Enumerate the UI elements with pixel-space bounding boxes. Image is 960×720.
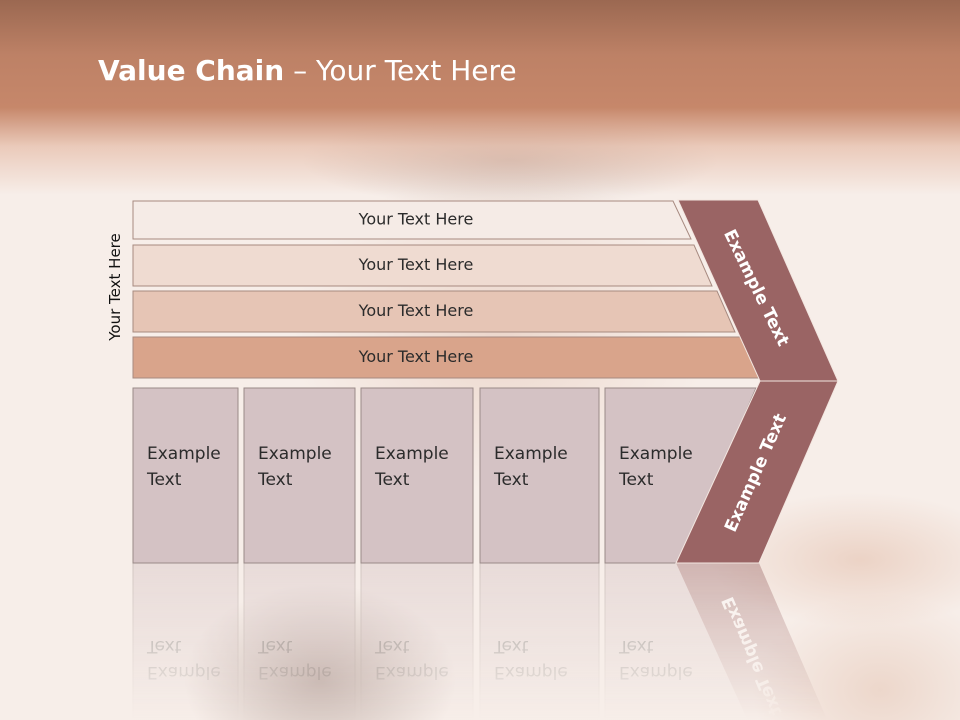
slide-title: Value Chain – Your Text Here xyxy=(98,54,517,87)
chevron-reflection xyxy=(676,563,828,720)
row-label: Your Text Here xyxy=(358,301,474,320)
column-reflection-label: Example xyxy=(147,662,221,682)
row-bar xyxy=(132,244,713,287)
column-label: Text xyxy=(493,470,529,490)
column-reflection-label: Text xyxy=(257,636,293,656)
column-reflection-label: Example xyxy=(619,662,693,682)
column-reflection-label: Text xyxy=(374,636,410,656)
column-label: Text xyxy=(257,470,293,490)
column-label: Example xyxy=(147,444,221,464)
row-bar xyxy=(132,290,736,333)
title-rest: – Your Text Here xyxy=(284,54,517,87)
column-box xyxy=(132,387,239,564)
column-reflection-label: Text xyxy=(146,636,182,656)
column-reflection-label: Text xyxy=(493,636,529,656)
chevron-lower xyxy=(675,380,839,564)
column-label: Example xyxy=(494,444,568,464)
column-label: Text xyxy=(618,470,654,490)
row-label: Your Text Here xyxy=(358,210,474,229)
row-label: Your Text Here xyxy=(358,255,474,274)
column-reflection-label: Text xyxy=(618,636,654,656)
column-label: Example xyxy=(375,444,449,464)
column-label: Example xyxy=(258,444,332,464)
column-reflection-label: Example xyxy=(258,662,332,682)
column-label: Example xyxy=(619,444,693,464)
column-reflection-label: Example xyxy=(494,662,568,682)
column-label: Text xyxy=(146,470,182,490)
column-box xyxy=(243,387,356,564)
column-box xyxy=(360,387,474,564)
column-box xyxy=(479,387,600,564)
column-reflection-label: Example xyxy=(375,662,449,682)
column-label: Text xyxy=(374,470,410,490)
title-band xyxy=(0,0,960,195)
title-bold: Value Chain xyxy=(98,54,285,87)
row-bar xyxy=(132,200,692,240)
row-label: Your Text Here xyxy=(358,347,474,366)
